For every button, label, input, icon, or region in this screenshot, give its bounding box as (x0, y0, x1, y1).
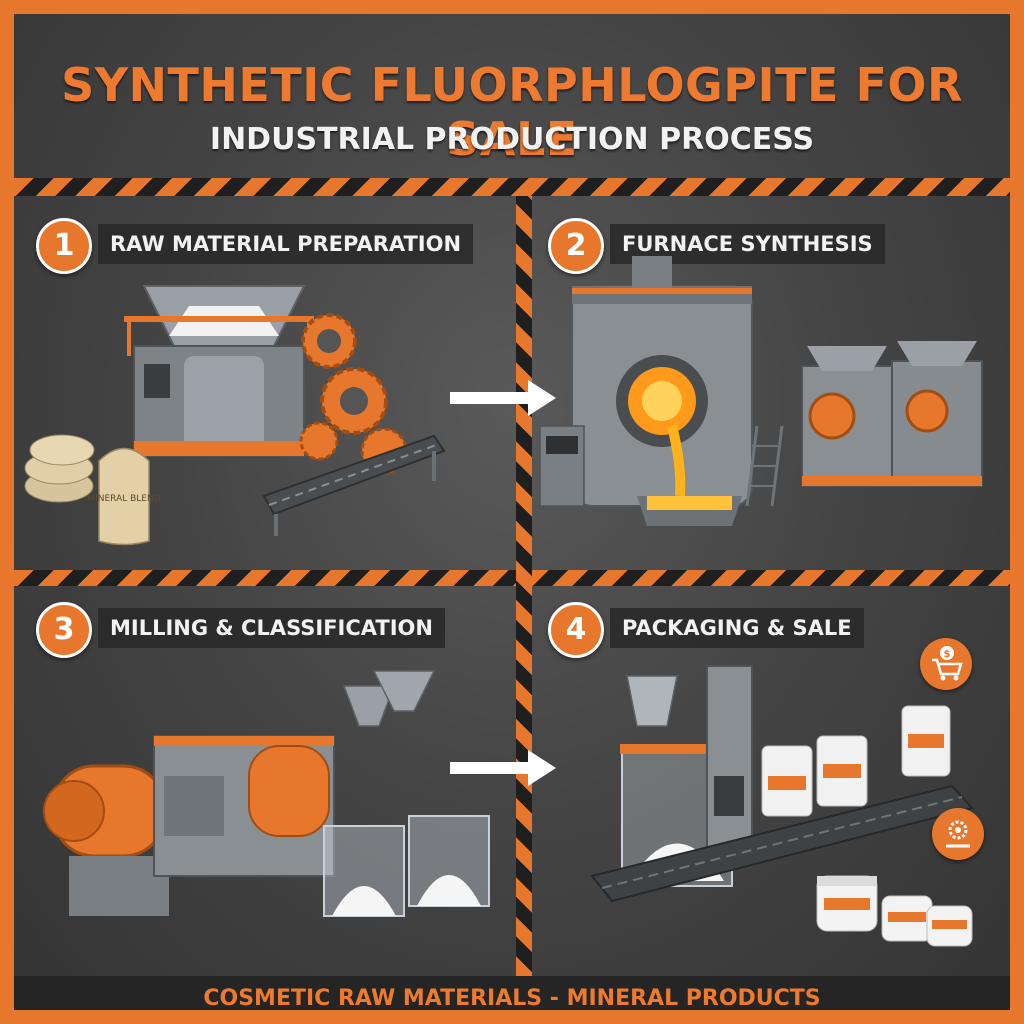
wrench-gear-icon (932, 808, 984, 860)
step-4-label: PACKAGING & SALE (610, 608, 864, 648)
step-2-badge: 2 (548, 218, 604, 274)
packaging-sale-illustration (590, 665, 974, 947)
milling-classification-illustration (43, 670, 490, 917)
mineral-blend-bag-text: MINERAL BLEND (87, 494, 160, 504)
page-title: SYNTHETIC FLUORPHLOGPITE FOR SALE (61, 58, 963, 166)
page-subtitle: INDUSTRIAL PRODUCTION PROCESS (209, 122, 815, 157)
step-4-panel: 4 PACKAGING & SALE (532, 586, 1010, 976)
arrow-step-3-to-4 (450, 750, 556, 786)
svg-text:$: $ (944, 649, 951, 660)
footer-banner: COSMETIC RAW MATERIALS - MINERAL PRODUCT… (0, 976, 1024, 1024)
step-3-badge: 3 (36, 602, 92, 658)
furnace-synthesis-illustration (539, 256, 983, 526)
step-2-panel: 2 FURNACE SYNTHESIS (532, 196, 1010, 570)
step-3-label: MILLING & CLASSIFICATION (98, 608, 445, 648)
step-3-panel: 3 MILLING & CLASSIFICATION (14, 586, 516, 976)
step-1-panel: 1 RAW MATERIAL PREPARATION (14, 196, 516, 570)
step-4-badge: 4 (548, 602, 604, 658)
arrow-step-1-to-2 (450, 380, 556, 416)
step-1-label: RAW MATERIAL PREPARATION (98, 224, 474, 264)
shopping-cart-dollar-icon: $ (920, 638, 972, 690)
step-1-badge: 1 (36, 218, 92, 274)
hazard-stripe-middle (14, 570, 1010, 586)
hazard-stripe-vertical (516, 196, 532, 976)
raw-material-machine-illustration: MINERAL BLEND (24, 285, 446, 546)
hazard-stripe-top (14, 178, 1010, 196)
